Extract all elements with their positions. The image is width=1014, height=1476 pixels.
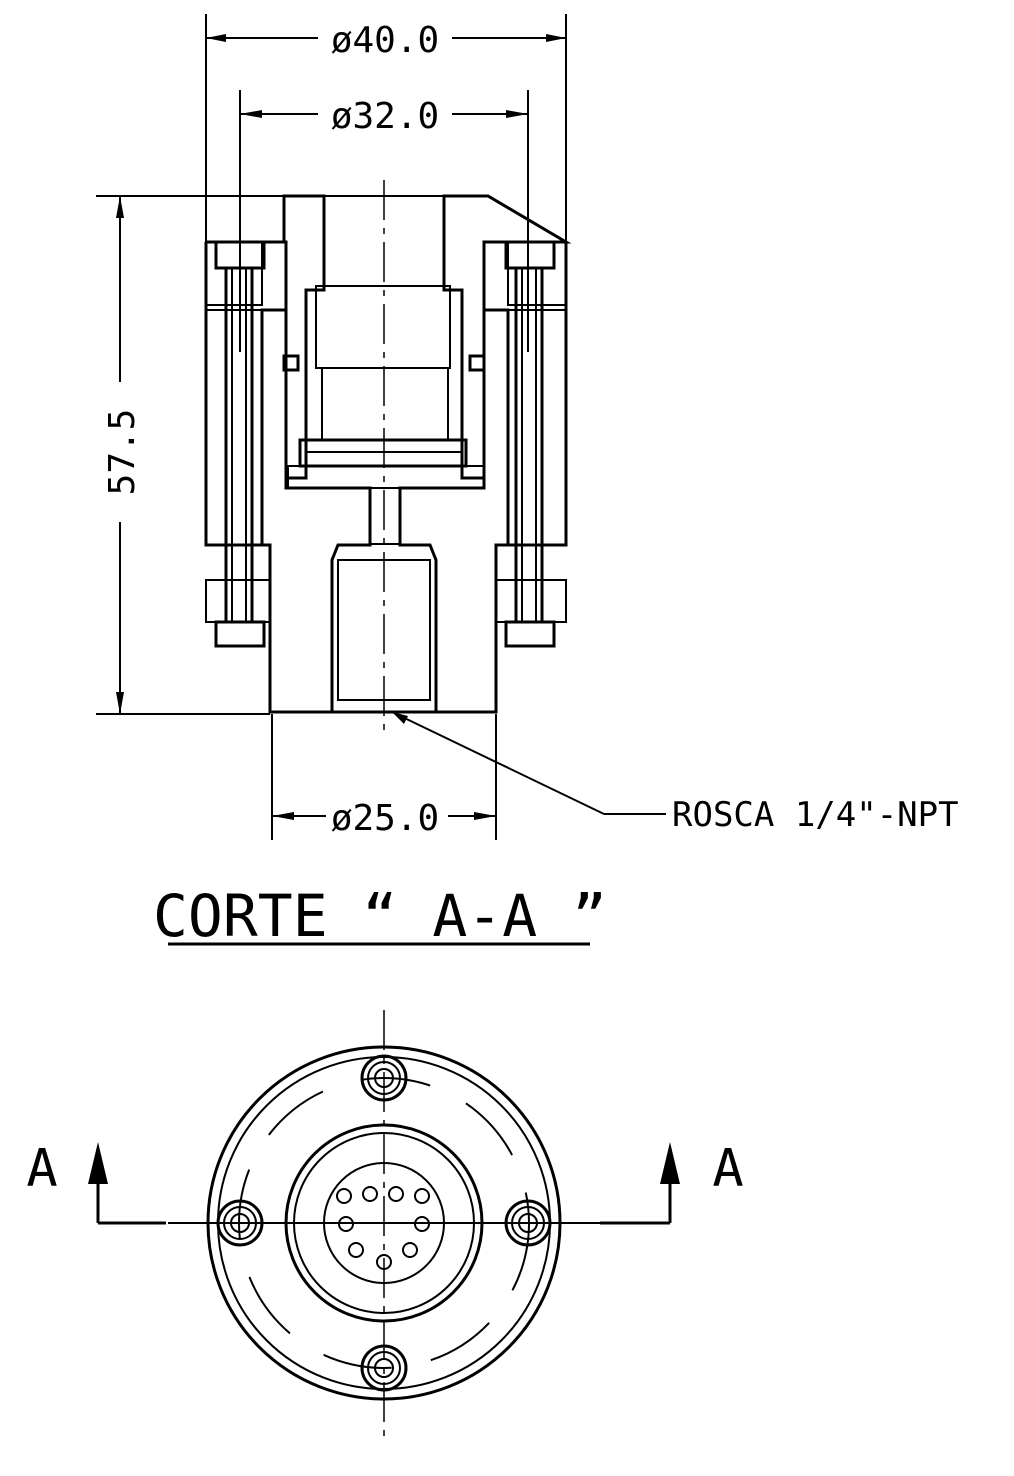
section-view xyxy=(204,180,572,735)
dimension-outer-diameter xyxy=(205,14,567,242)
sensor-insert xyxy=(282,195,486,701)
bolt-right xyxy=(504,240,556,648)
housing-body xyxy=(204,194,572,714)
section-marker-right: A xyxy=(712,1139,743,1199)
section-arrow-right xyxy=(600,1142,680,1225)
section-marker-left: A xyxy=(26,1139,57,1199)
top-view xyxy=(168,1010,600,1440)
dimension-height xyxy=(96,195,284,715)
outer-diameter-label: ø40.0 xyxy=(331,20,439,61)
section-title: CORTE “ A-A ” xyxy=(153,882,607,950)
section-arrow-left xyxy=(88,1142,166,1225)
port-diameter-label: ø25.0 xyxy=(331,798,439,839)
dimension-port-diameter xyxy=(271,714,497,840)
bolt-circle-label: ø32.0 xyxy=(331,96,439,137)
connector-pins xyxy=(336,1186,430,1270)
dimension-bolt-circle xyxy=(239,90,529,352)
height-label: 57.5 xyxy=(102,409,143,496)
thread-callout-leader xyxy=(391,711,666,815)
thread-callout: ROSCA 1/4"-NPT xyxy=(672,795,959,835)
